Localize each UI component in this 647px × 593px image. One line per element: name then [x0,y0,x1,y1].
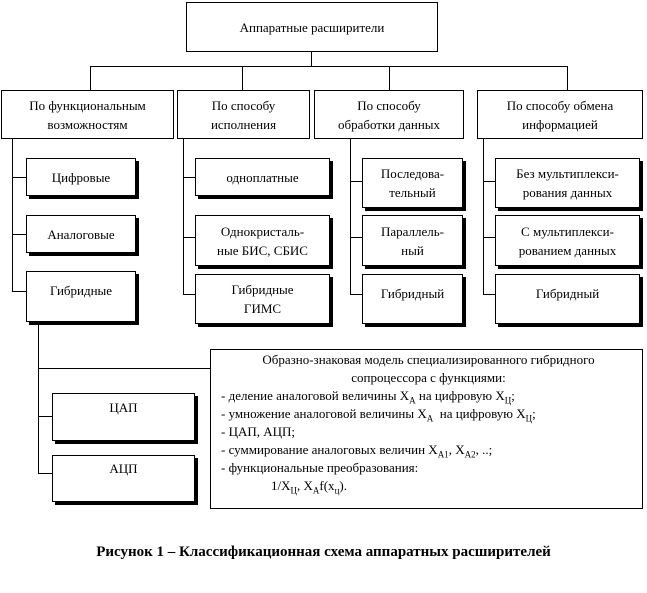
item-hybrid-gims-line2: ГИМС [243,301,282,316]
item-hybrid-functional: Гибридные [26,271,136,322]
connector-root-down [311,52,312,66]
category-processing-line2: обработки данных [337,116,441,132]
connector-col2-item3 [183,294,195,295]
item-single-chip-line1: Однокристаль- [220,223,305,239]
category-processing: По способу обработки данных [314,90,464,139]
item-digital: Цифровые [26,158,136,196]
category-functional-line1: По функциональным [29,97,146,113]
connector-to-cat-1 [90,66,91,90]
model-description: Образно-знаковая модель специализированн… [210,349,643,509]
connector-col3-item1 [350,181,362,182]
item-single-chip-line2: ные БИС, СБИС [217,242,308,258]
connector-hybrid-adc [38,473,52,474]
model-formula: 1/XЦ, XAf(xц). [271,478,347,496]
item-adc-label: АЦП [109,461,138,476]
item-with-multiplexing: С мультиплекси- рованием данных [495,215,640,266]
connector-col1-item1 [12,177,26,178]
item-sequential-line1: Последова- [380,166,445,181]
item-hybrid-exchange: Гибридный [495,274,640,324]
connector-col2-trunk [183,139,184,294]
item-hybrid-processing-label: Гибридный [380,285,445,301]
root-node: Аппаратные расширители [186,2,438,52]
item-analog-label: Аналоговые [47,226,115,242]
connector-col3-item2 [350,237,362,238]
item-single-board: одноплатные [195,158,330,196]
item-single-board-label: одноплатные [226,169,299,185]
item-parallel-line2: ный [401,242,424,258]
connector-col4-item1 [483,181,495,182]
item-no-multiplexing: Без мультиплекси- рования данных [495,158,640,208]
item-hybrid-gims: Гибридные ГИМС [195,274,330,324]
connector-hybrid-to-model [38,368,210,369]
model-title-line2: сопроцессора с функциями: [351,370,506,385]
root-label: Аппаратные расширители [239,19,385,35]
connector-col4-item3 [483,294,495,295]
connector-col2-item1 [183,177,195,178]
connector-to-cat-4 [567,66,568,90]
connector-hybrid-trunk [38,322,39,473]
item-no-multiplexing-line2: рования данных [522,185,613,200]
item-hybrid-exchange-label: Гибридный [535,285,600,301]
category-processing-line1: По способу [357,97,421,113]
item-with-multiplexing-line2: рованием данных [518,242,617,258]
item-adc: АЦП [52,455,195,502]
connector-col3-item3 [350,294,362,295]
figure-caption: Рисунок 1 – Классификационная схема аппа… [96,544,551,560]
model-title-line1: Образно-знаковая модель специализированн… [262,352,595,367]
model-function-summation: - суммирование аналоговых величин XA1, X… [221,442,493,460]
model-function-transforms: - функциональные преобразования: [221,460,419,475]
connector-col4-trunk [483,139,484,294]
category-exchange-line1: По способу обмена [506,97,614,113]
item-sequential: Последова- тельный [362,158,463,208]
model-function-conversion: - ЦАП, АЦП; [221,424,296,439]
model-function-division: - деление аналоговой величины XA на цифр… [221,388,515,406]
category-execution-line2: исполнения [210,116,277,132]
category-execution-line1: По способу [211,97,276,113]
connector-top-bus [90,66,568,67]
category-exchange: По способу обмена информацией [477,90,643,139]
item-analog: Аналоговые [26,215,136,253]
category-functional: По функциональным возможностям [1,90,174,139]
item-hybrid-functional-label: Гибридные [49,283,113,298]
item-parallel: Параллель- ный [362,215,463,266]
item-parallel-line1: Параллель- [380,223,445,239]
item-digital-label: Цифровые [51,169,111,185]
item-sequential-line2: тельный [389,185,436,200]
connector-to-cat-2 [242,66,243,90]
item-dac: ЦАП [52,393,195,441]
connector-col4-item2 [483,237,495,238]
category-execution: По способу исполнения [177,90,310,139]
item-hybrid-gims-line1: Гибридные [231,282,294,297]
connector-col1-item2 [12,234,26,235]
connector-hybrid-dac [38,416,52,417]
model-function-multiplication: - умножение аналоговой величины XA на ци… [221,406,536,424]
category-exchange-line2: информацией [522,116,598,132]
connector-to-cat-3 [389,66,390,90]
item-hybrid-processing: Гибридный [362,274,463,324]
connector-col2-item2 [183,237,195,238]
connector-col3-trunk [350,139,351,294]
category-functional-line2: возможностям [47,116,128,132]
item-single-chip: Однокристаль- ные БИС, СБИС [195,215,330,266]
connector-col1-item3 [12,291,26,292]
item-dac-label: ЦАП [109,399,138,415]
item-no-multiplexing-line1: Без мультиплекси- [516,166,619,181]
item-with-multiplexing-line1: С мультиплекси- [521,223,614,239]
connector-col1-trunk [12,139,13,291]
